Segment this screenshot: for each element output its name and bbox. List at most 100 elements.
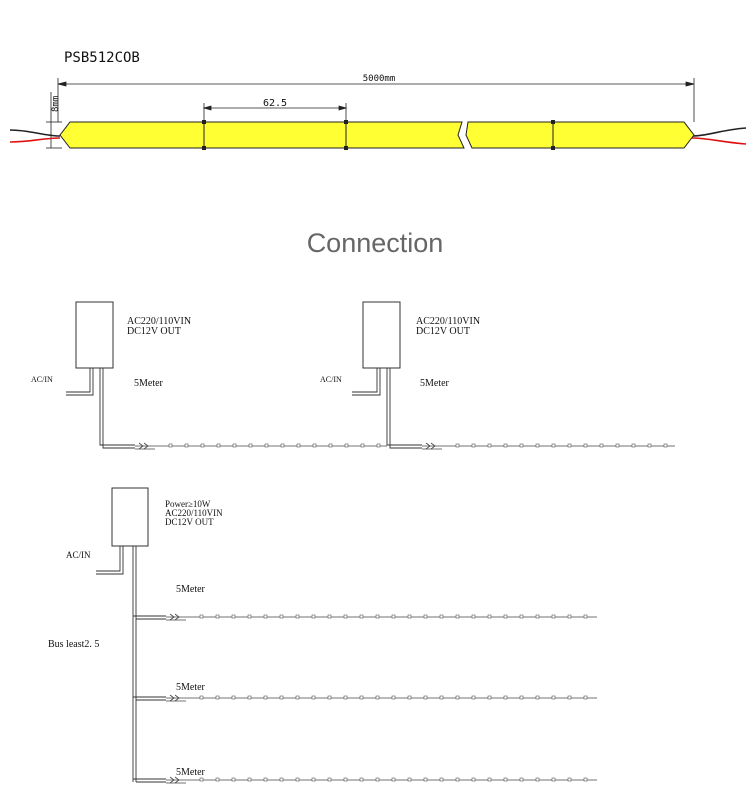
led-dot	[311, 614, 316, 619]
connector-mark	[425, 442, 436, 450]
psu-box-left	[75, 301, 114, 369]
led-dot	[631, 443, 636, 448]
led-dot	[215, 614, 220, 619]
led-dot	[407, 777, 412, 782]
led-dot	[199, 777, 204, 782]
psu-right-line2: DC12V OUT	[416, 326, 470, 337]
led-dot	[487, 614, 492, 619]
led-dot	[423, 614, 428, 619]
wiring-bus	[96, 546, 166, 783]
led-dot	[327, 614, 332, 619]
led-dot	[311, 777, 316, 782]
led-dot	[519, 443, 524, 448]
led-dot	[407, 695, 412, 700]
led-dot	[439, 614, 444, 619]
led-dot	[471, 777, 476, 782]
strip-row-3	[166, 694, 597, 702]
led-dot	[264, 443, 269, 448]
cut-marks	[202, 120, 555, 150]
led-dot	[327, 777, 332, 782]
bus-label: Bus least2. 5	[48, 639, 99, 650]
led-dot	[247, 614, 252, 619]
ac-in-bus-label: AC/IN	[66, 550, 91, 560]
led-dot	[455, 777, 460, 782]
led-dot	[343, 614, 348, 619]
led-dot	[376, 443, 381, 448]
led-dot	[663, 443, 668, 448]
length-left-label: 5Meter	[134, 378, 164, 389]
led-dot	[455, 443, 460, 448]
led-dot	[439, 695, 444, 700]
led-dot	[503, 443, 508, 448]
psu-bus-line3: DC12V OUT	[165, 517, 214, 527]
right-wires	[691, 127, 747, 145]
led-dot	[535, 695, 540, 700]
led-dot	[359, 695, 364, 700]
led-dot	[231, 695, 236, 700]
led-dot	[583, 695, 588, 700]
led-dot	[280, 443, 285, 448]
total-length-dimension	[57, 78, 695, 122]
led-dot	[248, 443, 253, 448]
segment-length-label: 62.5	[263, 98, 287, 109]
led-dot	[343, 777, 348, 782]
led-dot	[455, 695, 460, 700]
led-dot	[423, 777, 428, 782]
led-dot	[200, 443, 205, 448]
branch-1-length-label: 5Meter	[176, 584, 206, 595]
psu-bus-line2: AC220/110VIN	[165, 508, 223, 518]
led-dot	[535, 614, 540, 619]
led-dot	[599, 443, 604, 448]
width-label: 8mm	[51, 96, 61, 112]
branch-3-length-label: 5Meter	[176, 767, 206, 778]
led-dot	[487, 695, 492, 700]
led-dot	[359, 614, 364, 619]
led-dot	[647, 443, 652, 448]
led-dot	[296, 443, 301, 448]
led-dot	[391, 777, 396, 782]
led-dot	[344, 443, 349, 448]
led-dot	[567, 695, 572, 700]
branch-2-length-label: 5Meter	[176, 682, 206, 693]
led-dot	[583, 443, 588, 448]
led-dot	[551, 777, 556, 782]
strip-row-2	[166, 613, 597, 621]
led-dot	[231, 777, 236, 782]
led-dot	[503, 614, 508, 619]
led-dot	[215, 695, 220, 700]
led-dot	[295, 695, 300, 700]
led-dot	[471, 695, 476, 700]
led-dot	[551, 695, 556, 700]
wiring-left	[66, 368, 135, 449]
led-dot	[567, 614, 572, 619]
led-dot	[519, 777, 524, 782]
psu-box-bus	[111, 487, 149, 547]
led-dot	[295, 614, 300, 619]
led-dot	[279, 695, 284, 700]
length-right-label: 5Meter	[420, 378, 450, 389]
led-dot	[199, 614, 204, 619]
led-dot	[295, 777, 300, 782]
connector-mark	[169, 613, 180, 621]
cob-strip	[59, 121, 695, 149]
led-dot	[567, 777, 572, 782]
strip-row-1	[135, 442, 675, 450]
ac-in-left-label: AC/IN	[31, 375, 53, 384]
led-dot	[551, 614, 556, 619]
led-dot	[423, 695, 428, 700]
led-dot	[487, 443, 492, 448]
led-dot	[391, 614, 396, 619]
led-dot	[487, 777, 492, 782]
total-length-label: 5000mm	[363, 74, 396, 84]
led-dot	[199, 695, 204, 700]
led-dot	[471, 614, 476, 619]
led-dot	[503, 777, 508, 782]
led-dot	[375, 614, 380, 619]
led-dot	[184, 443, 189, 448]
led-dot	[263, 695, 268, 700]
led-dot	[263, 614, 268, 619]
psu-box-right	[362, 301, 401, 369]
led-dot	[327, 695, 332, 700]
model-title: PSB512COB	[64, 50, 140, 66]
